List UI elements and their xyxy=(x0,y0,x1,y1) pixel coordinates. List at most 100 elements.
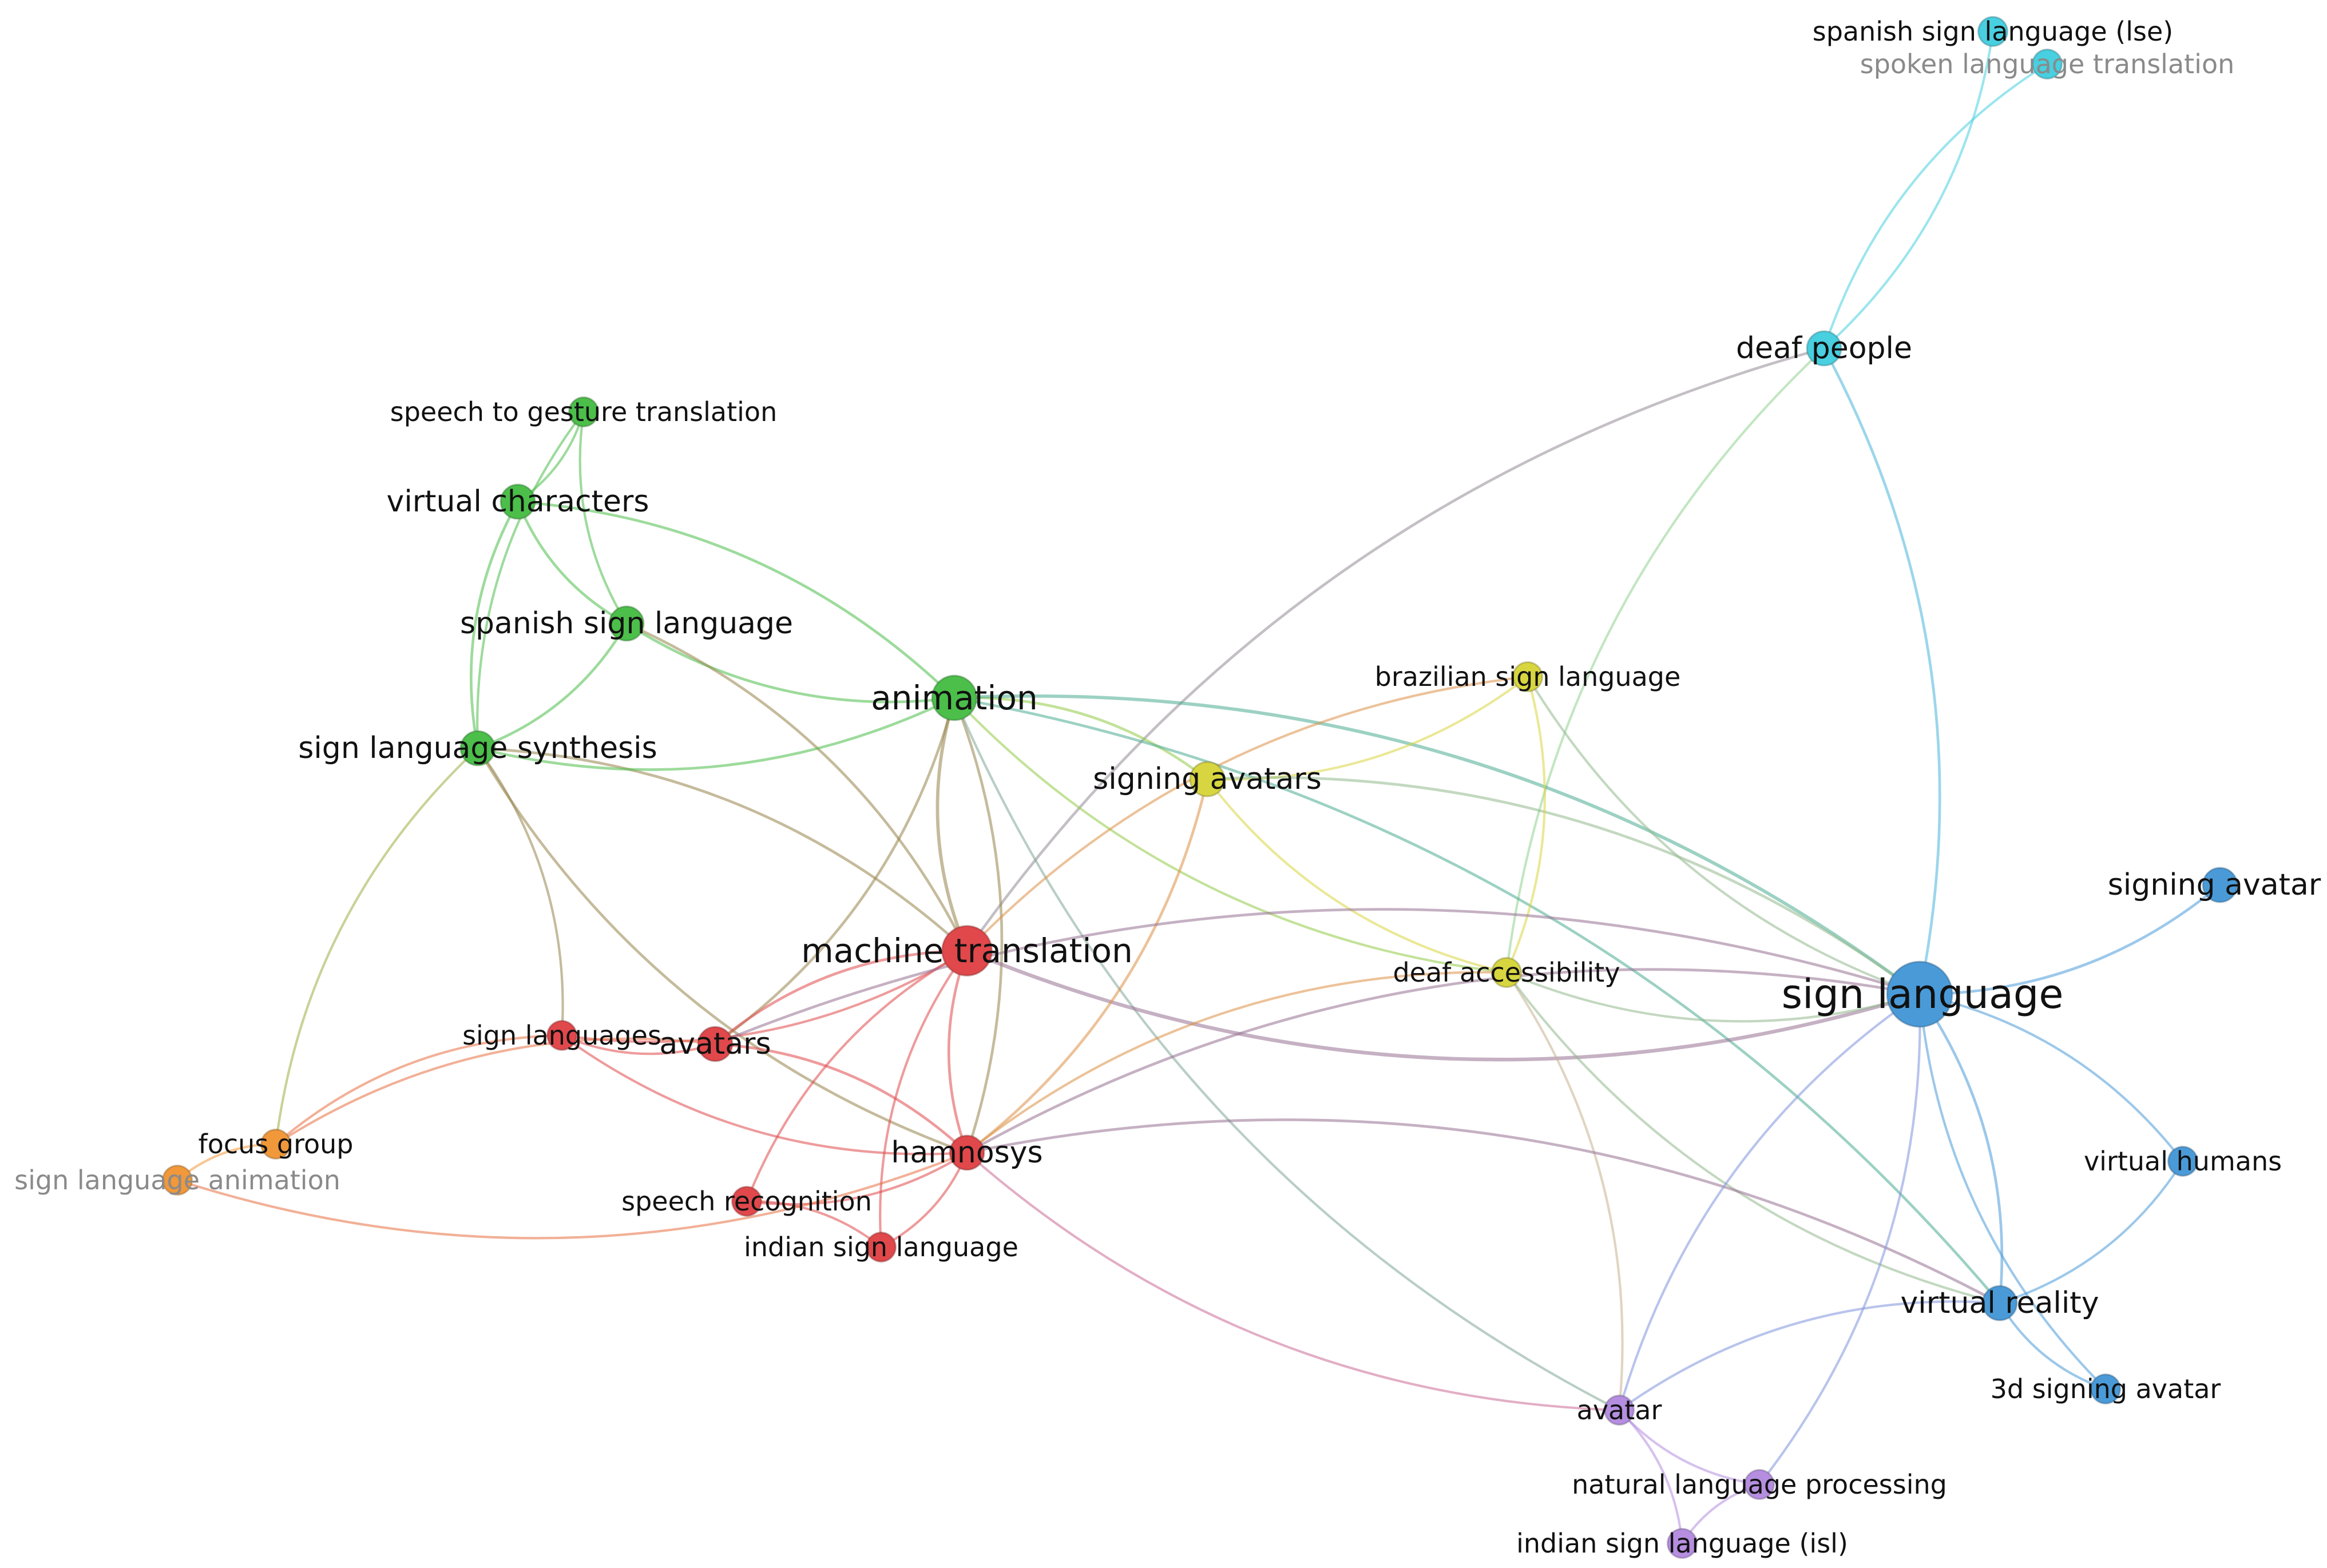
link-sign_language-signing_avatar xyxy=(1919,884,2221,996)
node-label-sign-language-animation: sign language animation xyxy=(14,1165,340,1196)
node-label-brazilian-sign-language: brazilian sign language xyxy=(1375,661,1681,692)
link-signing_avatars-deaf_accessibility xyxy=(1206,778,1507,974)
link-avatar-indian_sign_language_isl xyxy=(1618,1409,1684,1544)
node-signing-avatar[interactable] xyxy=(2202,867,2238,903)
link-deaf_accessibility-sign_language xyxy=(1506,971,1920,1023)
node-deaf-accessibility[interactable] xyxy=(1491,957,1522,988)
link-machine_translation-hamnosys xyxy=(947,950,969,1153)
node-label-sign-language: sign language xyxy=(1782,971,2064,1018)
link-machine_translation-indian_sign_language xyxy=(879,950,968,1248)
node-indian-sign-language[interactable] xyxy=(866,1232,897,1263)
link-animation-avatars xyxy=(714,697,956,1045)
node-speech-to-gesture-translation[interactable] xyxy=(568,396,599,427)
link-virtual_characters-animation xyxy=(517,500,956,699)
link-sign_language_synthesis-hamnosys xyxy=(476,747,968,1154)
link-brazilian_sign_language-sign_language xyxy=(1527,676,1920,995)
link-sign_language-3d_signing_avatar xyxy=(1918,994,2107,1390)
link-virtual_characters-sign_language_synthesis xyxy=(469,501,520,749)
node-machine-translation[interactable] xyxy=(941,925,993,976)
node-avatar[interactable] xyxy=(1604,1395,1635,1426)
node-deaf-people[interactable] xyxy=(1806,330,1842,367)
link-virtual_reality-avatar xyxy=(1618,1300,2000,1411)
node-label-indian-sign-language: indian sign language xyxy=(744,1232,1018,1263)
link-signing_avatars-sign_language xyxy=(1207,776,1921,995)
node-sign-language-synthesis[interactable] xyxy=(459,730,496,767)
node-animation[interactable] xyxy=(931,674,978,721)
node-hamnosys[interactable] xyxy=(949,1134,985,1171)
node-label-virtual-characters: virtual characters xyxy=(387,485,649,519)
link-deaf_people-sign_language xyxy=(1822,347,1941,995)
node-virtual-reality[interactable] xyxy=(1981,1285,2018,1321)
link-virtual_humans-virtual_reality xyxy=(1999,1160,2184,1304)
link-sign_language-virtual_humans xyxy=(1919,993,2184,1162)
node-focus-group[interactable] xyxy=(260,1129,291,1160)
link-hamnosys-avatar xyxy=(966,1152,1620,1412)
link-signing_avatars-hamnosys xyxy=(966,779,1209,1154)
node-spanish-sign-language-lse[interactable] xyxy=(1977,16,2008,47)
link-hamnosys-virtual_reality xyxy=(966,1118,2001,1305)
node-signing-avatars[interactable] xyxy=(1189,761,1226,797)
link-sign_language_animation-hamnosys xyxy=(177,1152,968,1240)
link-sign_language-avatar xyxy=(1618,993,1921,1411)
link-deaf_accessibility-hamnosys xyxy=(966,971,1507,1154)
link-speech_to_gesture_translation-spanish_sign_language xyxy=(578,411,628,625)
link-brazilian_sign_language-deaf_accessibility xyxy=(1505,676,1546,973)
node-label-sign-languages: sign languages xyxy=(462,1020,661,1051)
node-label-deaf-accessibility: deaf accessibility xyxy=(1393,957,1620,988)
link-deaf_accessibility-avatar xyxy=(1505,971,1624,1411)
node-label-signing-avatars: signing avatars xyxy=(1093,762,1322,796)
link-spanish_sign_language-animation xyxy=(625,622,955,704)
node-label-natural-language-processing: natural language processing xyxy=(1572,1469,1947,1500)
node-virtual-humans[interactable] xyxy=(2167,1146,2198,1177)
node-spanish-sign-language[interactable] xyxy=(608,605,645,642)
link-machine_translation-sign_languages xyxy=(561,950,968,1043)
node-label-indian-sign-language-isl: indian sign language (isl) xyxy=(1516,1528,1848,1559)
node-spoken-language-translation[interactable] xyxy=(2032,49,2063,80)
node-indian-sign-language-isl[interactable] xyxy=(1667,1528,1698,1559)
link-avatars-hamnosys xyxy=(715,1042,968,1154)
link-animation-hamnosys xyxy=(953,697,1004,1153)
link-deaf_accessibility-virtual_reality xyxy=(1505,971,2000,1305)
node-sign-language[interactable] xyxy=(1886,960,1953,1028)
link-speech_to_gesture_translation-sign_language_synthesis xyxy=(476,411,585,749)
node-virtual-characters[interactable] xyxy=(500,483,536,520)
link-spanish_sign_language-sign_language_synthesis xyxy=(477,622,628,750)
node-label-3d-signing-avatar: 3d signing avatar xyxy=(1991,1374,2221,1404)
link-machine_translation-brazilian_sign_language xyxy=(966,675,1528,952)
node-label-speech-recognition: speech recognition xyxy=(621,1186,872,1217)
node-natural-language-processing[interactable] xyxy=(1744,1469,1775,1500)
link-animation-deaf_accessibility xyxy=(953,697,1507,974)
link-animation-avatar xyxy=(953,697,1620,1411)
node-brazilian-sign-language[interactable] xyxy=(1512,661,1543,692)
link-machine_translation-sign_language xyxy=(966,949,1920,1062)
node-sign-language-animation[interactable] xyxy=(162,1165,193,1196)
link-spanish_sign_language_lse-deaf_people xyxy=(1823,31,1995,350)
node-label-spoken-language-translation: spoken language translation xyxy=(1860,49,2235,80)
link-virtual_characters-spanish_sign_language xyxy=(516,501,628,625)
link-sign_language_synthesis-focus_group xyxy=(274,747,479,1145)
link-avatars-sign_language xyxy=(715,908,1920,1046)
link-spanish_sign_language-machine_translation xyxy=(626,622,969,952)
node-label-spanish-sign-language-lse: spanish sign language (lse) xyxy=(1813,16,2173,47)
link-hamnosys-sign_language xyxy=(966,968,1920,1154)
link-sign_language_synthesis-sign_languages xyxy=(477,747,564,1036)
link-sign_language-natural_language_processing xyxy=(1758,994,1921,1486)
node-label-speech-to-gesture-translation: speech to gesture translation xyxy=(390,396,777,427)
node-sign-languages[interactable] xyxy=(546,1020,577,1051)
node-label-virtual-humans: virtual humans xyxy=(2084,1146,2282,1177)
node-label-machine-translation: machine translation xyxy=(801,931,1133,970)
link-deaf_people-machine_translation xyxy=(966,347,1825,952)
node-3d-signing-avatar[interactable] xyxy=(2090,1374,2121,1404)
link-speech_recognition-indian_sign_language xyxy=(746,1200,882,1248)
node-speech-recognition[interactable] xyxy=(731,1186,762,1217)
node-avatars[interactable] xyxy=(697,1026,734,1062)
link-sign_languages-hamnosys xyxy=(561,1034,968,1156)
link-spoken_language_translation-deaf_people xyxy=(1823,63,2048,349)
link-sign_language_synthesis-animation xyxy=(477,696,956,771)
node-label-hamnosys: hamnosys xyxy=(891,1136,1042,1170)
link-sign_languages-avatars xyxy=(561,1034,716,1055)
node-label-avatar: avatar xyxy=(1577,1395,1662,1426)
node-label-focus-group: focus group xyxy=(199,1129,354,1160)
link-animation-signing_avatars xyxy=(954,696,1208,780)
